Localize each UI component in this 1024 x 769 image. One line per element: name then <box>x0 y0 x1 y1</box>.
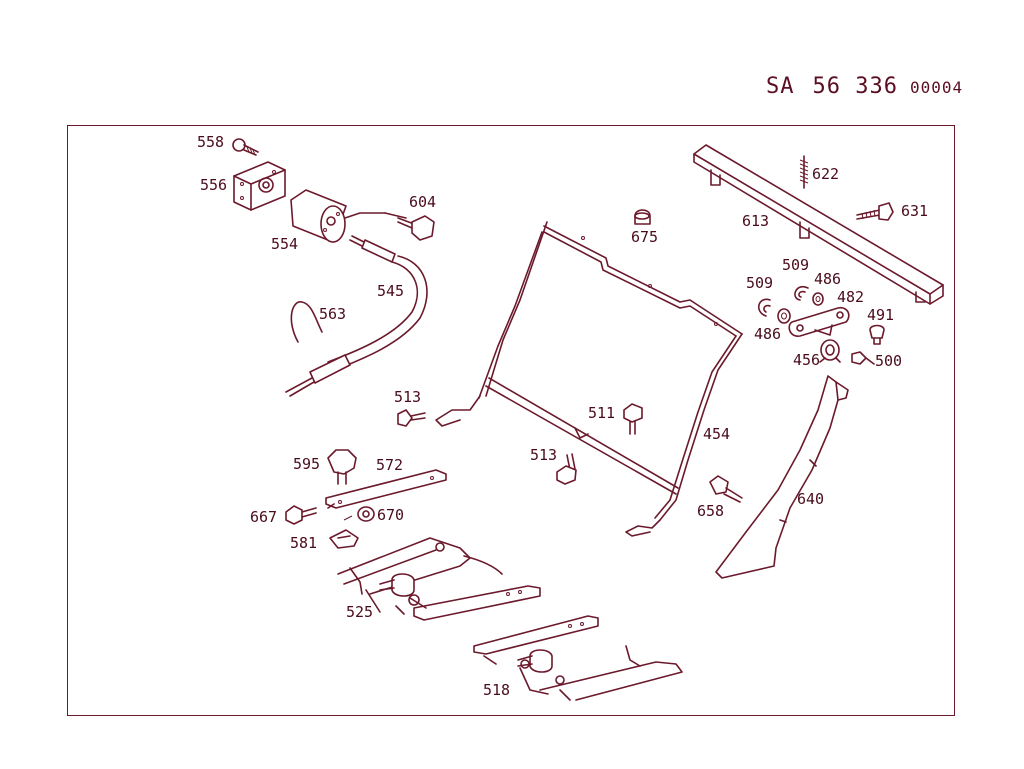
callout-558: 558 <box>197 133 224 151</box>
part-456-bushing <box>819 339 841 363</box>
callout-509-left: 509 <box>746 274 773 292</box>
callout-581: 581 <box>290 534 317 552</box>
part-500-screw <box>851 351 875 365</box>
part-572-link-bar <box>325 469 447 509</box>
callout-486-upper: 486 <box>814 270 841 288</box>
callout-604: 604 <box>409 193 436 211</box>
part-509-clip-left <box>758 298 771 317</box>
callout-631: 631 <box>901 202 928 220</box>
part-640-side-trim <box>715 375 849 579</box>
part-554-motor <box>290 189 386 243</box>
callout-518: 518 <box>483 681 510 699</box>
diagram-frame <box>67 125 955 716</box>
callout-545: 545 <box>377 282 404 300</box>
part-670-nut <box>343 506 375 522</box>
part-513-bolt-lower <box>556 453 577 485</box>
callout-613: 613 <box>742 212 769 230</box>
callout-658: 658 <box>697 502 724 520</box>
callout-454: 454 <box>703 425 730 443</box>
doc-number: 56 336 <box>812 74 898 99</box>
doc-suffix: 00004 <box>909 78 964 97</box>
part-545-drive-cable <box>285 235 428 397</box>
callout-554: 554 <box>271 235 298 253</box>
part-581-clip <box>329 529 359 549</box>
part-482-lever <box>788 306 850 337</box>
part-491-clip <box>869 324 885 345</box>
part-675-plug <box>634 209 651 225</box>
callout-670: 670 <box>377 506 404 524</box>
part-556-mounting-plate <box>233 161 286 211</box>
part-631-screw <box>856 202 894 221</box>
part-604-screw <box>384 212 435 241</box>
callout-456: 456 <box>793 351 820 369</box>
callout-509-right: 509 <box>782 256 809 274</box>
callout-675: 675 <box>631 228 658 246</box>
callout-667: 667 <box>250 508 277 526</box>
callout-511: 511 <box>588 404 615 422</box>
part-667-bolt <box>285 505 317 525</box>
callout-491: 491 <box>867 306 894 324</box>
callout-525: 525 <box>346 603 373 621</box>
callout-513-lower: 513 <box>530 446 557 464</box>
callout-640: 640 <box>797 490 824 508</box>
callout-486-lower: 486 <box>754 325 781 343</box>
part-595-knob <box>327 449 357 485</box>
part-658-screw <box>709 475 743 503</box>
part-454-seat-frame <box>435 221 743 537</box>
part-486-washer-lower <box>777 308 791 324</box>
callout-595: 595 <box>293 455 320 473</box>
document-id: SA 56 336 00004 <box>766 74 963 99</box>
part-613-rail <box>693 144 944 305</box>
callout-556: 556 <box>200 176 227 194</box>
callout-482: 482 <box>837 288 864 306</box>
part-486-washer-upper <box>812 292 824 306</box>
part-563-cable-tie <box>290 301 323 343</box>
part-558-screw <box>232 138 259 156</box>
callout-622: 622 <box>812 165 839 183</box>
part-513-bolt-upper <box>397 409 426 427</box>
callout-563: 563 <box>319 305 346 323</box>
part-622-spring <box>799 155 809 189</box>
callout-500: 500 <box>875 352 902 370</box>
part-511-bolt <box>623 403 643 435</box>
part-509-clip-right <box>794 285 809 301</box>
callout-572: 572 <box>376 456 403 474</box>
part-525-seat-rail-assembly <box>337 537 541 621</box>
doc-prefix: SA <box>766 74 795 99</box>
part-518-seat-rail-assembly <box>473 615 683 701</box>
callout-513-upper: 513 <box>394 388 421 406</box>
